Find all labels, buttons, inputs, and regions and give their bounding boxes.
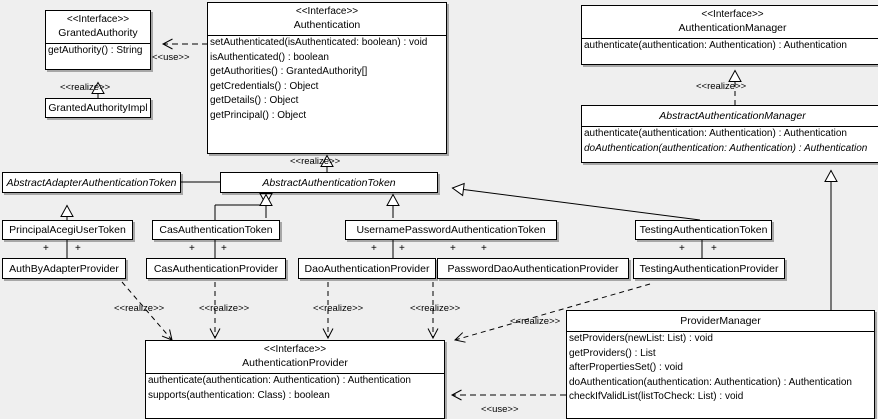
operations-authentication: setAuthenticated(isAuthenticated: boolea… [208,36,446,124]
class-name-granted-authority-impl: GrantedAuthorityImpl [48,102,148,114]
association-plus: + [399,243,405,254]
class-box-abstract-authentication-manager[interactable]: AbstractAuthenticationManager authentica… [581,105,878,163]
class-name-abstract-adapter-authentication-token: AbstractAdapterAuthenticationToken [6,176,177,189]
class-box-granted-authority[interactable]: <<Interface>> GrantedAuthority getAuthor… [45,10,151,70]
operation: getAuthorities() : GrantedAuthority[] [210,66,368,78]
operation: getDetails() : Object [210,95,299,107]
class-header-provider-manager: ProviderManager [567,311,874,331]
operation: getProviders() : List [569,347,656,359]
class-box-username-password-authentication-token[interactable]: UsernamePasswordAuthenticationToken [345,220,557,240]
association-plus: + [679,243,685,254]
divider [146,373,444,374]
class-box-provider-manager[interactable]: ProviderManager setProviders(newList: Li… [566,310,875,419]
operation: supports(authentication: Class) : boolea… [148,389,330,401]
operation: authenticate(authentication: Authenticat… [148,375,411,386]
class-name-granted-authority: GrantedAuthority [58,27,138,39]
class-name-password-dao-authentication-provider: PasswordDaoAuthenticationProvider [447,262,619,275]
operation: authenticate(authentication: Authenticat… [584,128,847,139]
association-plus: + [450,243,456,254]
edge-label-use-provider-manager-authentication-provider: <<use>> [481,404,519,415]
class-name-abstract-authentication-token: AbstractAuthenticationToken [262,176,396,189]
class-name-auth-by-adapter-provider: AuthByAdapterProvider [9,262,119,275]
class-name-abstract-authentication-manager: AbstractAuthenticationManager [659,110,806,122]
operation: isAuthenticated() : boolean [210,51,329,63]
class-box-cas-authentication-token[interactable]: CasAuthenticationToken [152,220,280,240]
class-box-authentication-provider[interactable]: <<Interface>> AuthenticationProvider aut… [145,340,445,419]
edge-label-realize-abstract-authentication-manager: <<realize>> [696,81,747,92]
operations-granted-authority: getAuthority() : String [46,44,150,59]
edge-label-realize-password-dao-authentication-provider: <<realize>> [410,303,461,314]
edge-label-use-authentication-granted-authority: <<use>> [152,52,190,63]
class-name-provider-manager: ProviderManager [680,315,761,327]
class-name-username-password-authentication-token: UsernamePasswordAuthenticationToken [356,224,546,236]
operations-authentication-provider: authenticate(authentication: Authenticat… [146,374,444,403]
class-name-authentication-manager: AuthenticationManager [678,22,787,34]
class-name-cas-authentication-token: CasAuthenticationToken [159,224,273,236]
edge-label-realize-cas-authentication-provider: <<realize>> [199,303,250,314]
divider [567,331,874,332]
association-plus: + [481,243,487,254]
association-plus: + [221,243,227,254]
operation: doAuthentication(authentication: Authent… [584,142,868,154]
class-header-abstract-authentication-manager: AbstractAuthenticationManager [582,106,878,126]
edge-label-realize-granted-authority-impl: <<realize>> [60,82,111,93]
association-plus: + [43,243,49,254]
class-box-password-dao-authentication-provider[interactable]: PasswordDaoAuthenticationProvider [437,258,629,279]
class-box-abstract-authentication-token[interactable]: AbstractAuthenticationToken [220,172,438,193]
class-header-authentication-manager: <<Interface>> AuthenticationManager [582,6,878,38]
class-header-authentication-provider: <<Interface>> AuthenticationProvider [146,341,444,373]
class-box-testing-authentication-provider[interactable]: TestingAuthenticationProvider [633,258,785,279]
class-box-dao-authentication-provider[interactable]: DaoAuthenticationProvider [298,258,436,279]
operation: getAuthority() : String [48,45,143,56]
operations-provider-manager: setProviders(newList: List) : void getPr… [567,332,874,405]
divider [582,38,878,39]
edge-label-realize-dao-authentication-provider: <<realize>> [313,303,364,314]
stereotype-interface: <<Interface>> [263,344,327,355]
class-name-cas-authentication-provider: CasAuthenticationProvider [153,262,279,275]
class-box-granted-authority-impl[interactable]: GrantedAuthorityImpl [45,98,151,118]
operation: checkIfValidList(listToCheck: List) : vo… [569,391,744,403]
class-box-abstract-adapter-authentication-token[interactable]: AbstractAdapterAuthenticationToken [2,172,181,193]
divider [46,43,150,44]
class-name-testing-authentication-token: TestingAuthenticationToken [639,224,768,236]
operation: setProviders(newList: List) : void [569,333,713,344]
class-name-testing-authentication-provider: TestingAuthenticationProvider [639,262,779,275]
edge-label-realize-abstract-authentication-token: <<realize>> [290,156,341,167]
edge-label-realize-auth-by-adapter-provider: <<realize>> [114,303,165,314]
edge-label-realize-testing-authentication-provider: <<realize>> [510,316,561,327]
operation: setAuthenticated(isAuthenticated: boolea… [210,37,428,48]
operation: authenticate(authentication: Authenticat… [584,40,847,51]
divider [208,35,446,36]
operation: afterPropertiesSet() : void [569,362,683,374]
stereotype-interface: <<Interface>> [295,6,359,17]
class-header-granted-authority: <<Interface>> GrantedAuthority [46,11,150,43]
operations-abstract-authentication-manager: authenticate(authentication: Authenticat… [582,127,878,156]
operation: getPrincipal() : Object [210,109,307,121]
operation: doAuthentication(authentication: Authent… [569,376,852,388]
class-box-auth-by-adapter-provider[interactable]: AuthByAdapterProvider [2,258,126,279]
class-name-dao-authentication-provider: DaoAuthenticationProvider [304,262,430,275]
stereotype-interface: <<Interface>> [66,14,130,25]
class-box-authentication[interactable]: <<Interface>> Authentication setAuthenti… [207,2,447,154]
class-box-authentication-manager[interactable]: <<Interface>> AuthenticationManager auth… [581,5,878,65]
class-name-authentication-provider: AuthenticationProvider [242,357,348,369]
class-name-authentication: Authentication [293,19,361,31]
association-plus: + [189,243,195,254]
association-plus: + [711,243,717,254]
operations-authentication-manager: authenticate(authentication: Authenticat… [582,39,878,54]
operation: getCredentials() : Object [210,80,319,92]
class-box-cas-authentication-provider[interactable]: CasAuthenticationProvider [146,258,286,279]
divider [582,126,878,127]
class-box-principal-acegi-user-token[interactable]: PrincipalAcegiUserToken [2,220,133,240]
class-name-principal-acegi-user-token: PrincipalAcegiUserToken [9,224,126,236]
class-header-authentication: <<Interface>> Authentication [208,3,446,35]
class-box-testing-authentication-token[interactable]: TestingAuthenticationToken [635,220,772,240]
stereotype-interface: <<Interface>> [701,9,764,20]
association-plus: + [75,243,81,254]
association-plus: + [371,243,377,254]
